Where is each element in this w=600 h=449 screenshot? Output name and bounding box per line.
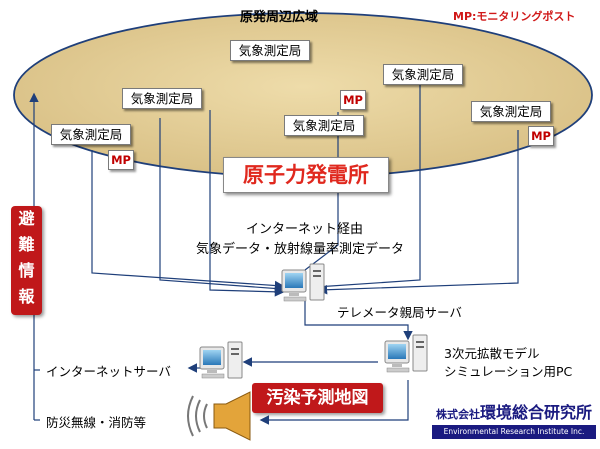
evacuation-char-3: 情 <box>18 261 35 280</box>
route-label-line1: インターネット経由 <box>246 222 364 237</box>
simulation-pc-computer <box>384 334 428 373</box>
broadcast-label: 防災無線・消防等 <box>46 415 147 430</box>
monitoring-post-1: MP <box>340 90 366 110</box>
weather-station-1: 気象測定局 <box>230 40 310 61</box>
route-label-line2: 気象データ・放射線量率測定データ <box>196 242 405 257</box>
nuclear-plant-label: 原子力発電所 <box>223 157 389 193</box>
sim-pc-label-line1: 3次元拡散モデル <box>444 346 540 361</box>
legend-note: MP:モニタリングポスト <box>453 10 576 23</box>
company-logo: 株式会社環境総合研究所 Environmental Research Insti… <box>429 402 599 442</box>
region-ellipse <box>13 12 593 178</box>
weather-station-2: 気象測定局 <box>383 64 463 85</box>
monitoring-post-3: MP <box>108 150 134 170</box>
logo-name: 環境総合研究所 <box>479 403 592 422</box>
weather-station-6: 気象測定局 <box>51 124 131 145</box>
logo-japanese: 株式会社環境総合研究所 <box>429 402 599 426</box>
logo-english: Environmental Research Institute Inc. <box>432 425 596 439</box>
logo-prefix: 株式会社 <box>435 408 480 421</box>
evacuation-char-1: 避 <box>18 209 35 228</box>
internet-server-label: インターネットサーバ <box>46 364 171 379</box>
sim-pc-label-line2: シミュレーション用PC <box>444 364 573 379</box>
contamination-map-label: 汚染予測地図 <box>252 383 383 413</box>
internet-server-computer <box>199 341 243 379</box>
weather-station-3: 気象測定局 <box>122 88 202 109</box>
speaker-icon <box>187 391 251 441</box>
weather-station-4: 気象測定局 <box>471 101 551 122</box>
region-title: 原発周辺広域 <box>240 10 319 25</box>
evacuation-info-label: 避 難 情 報 <box>11 206 42 315</box>
evacuation-char-2: 難 <box>18 235 35 254</box>
telemeter-server-computer <box>281 263 325 302</box>
weather-station-5: 気象測定局 <box>284 115 364 136</box>
telemeter-server-label: テレメータ親局サーバ <box>337 305 462 320</box>
monitoring-post-2: MP <box>528 126 554 146</box>
evacuation-char-4: 報 <box>18 287 35 306</box>
